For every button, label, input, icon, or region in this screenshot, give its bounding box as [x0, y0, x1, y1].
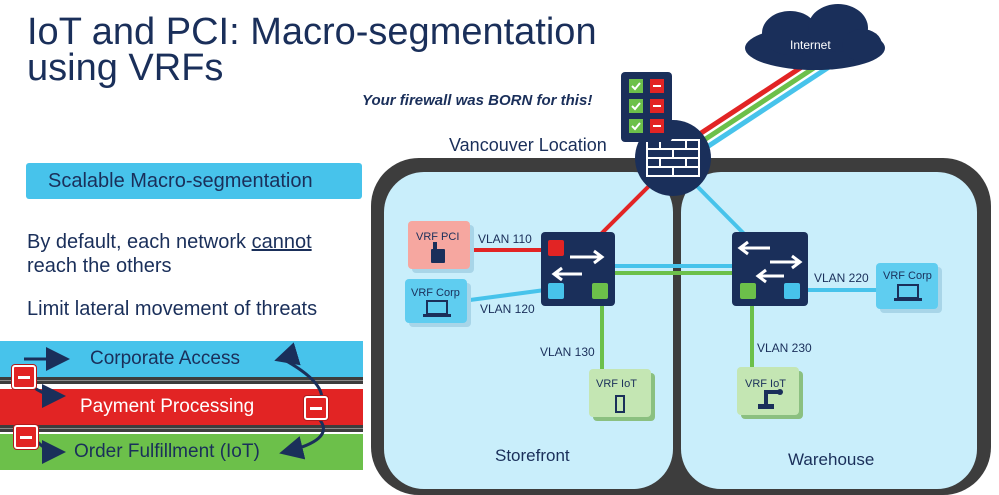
minus-icon — [653, 85, 661, 127]
laptop-icon — [423, 300, 451, 317]
vrf-iot-right-box — [737, 367, 803, 419]
switch-icon-storefront — [541, 232, 615, 306]
location-label: Vancouver Location — [449, 135, 607, 155]
vrf-corp-left-box — [405, 279, 471, 327]
page-title: IoT and PCI: Macro-segmentation using VR… — [27, 11, 597, 89]
network-diagram — [371, 4, 991, 495]
link-vlan-120 — [469, 288, 546, 302]
vrf-iot-left-label: VRF IoT — [596, 378, 637, 390]
warehouse-label: Warehouse — [788, 450, 875, 469]
vrf-iot-right-label: VRF IoT — [745, 378, 786, 390]
lateral-movement-text: Limit lateral movement of threats — [27, 298, 318, 320]
emphasis-cannot: cannot — [251, 231, 312, 253]
sensor-icon — [615, 395, 625, 413]
arrow-icon — [24, 342, 325, 464]
storefront-label: Storefront — [495, 446, 570, 465]
text-after: reach the others — [27, 255, 172, 277]
default-isolation-text: By default, each network cannot reach th… — [27, 230, 357, 278]
vrf-corp-left-label: VRF Corp — [411, 287, 460, 299]
section-badge: Scalable Macro-segmentation — [26, 163, 362, 199]
storefront-zone — [384, 172, 673, 489]
vrf-corp-right-label: VRF Corp — [883, 270, 932, 282]
vlan-220-label: VLAN 220 — [814, 271, 869, 285]
switch-icon-warehouse — [732, 232, 808, 306]
minus-icon — [12, 365, 36, 389]
vrf-pci-box — [408, 221, 474, 273]
vlan-110-label: VLAN 110 — [478, 232, 532, 246]
phone-icon — [431, 242, 445, 263]
laptop-icon — [894, 284, 922, 301]
vlan-230-label: VLAN 230 — [757, 341, 812, 355]
vrf-corp-right-box — [876, 263, 942, 313]
vlan-130-label: VLAN 130 — [540, 345, 595, 359]
warehouse-zone — [681, 172, 977, 489]
policy-checklist — [621, 72, 672, 142]
minus-icon — [304, 396, 328, 420]
minus-icon — [14, 425, 38, 449]
vrf-iot-left-box — [589, 369, 655, 421]
vrf-pci-label: VRF PCI — [416, 231, 460, 243]
tagline: Your firewall was BORN for this! — [362, 92, 593, 109]
robot-arm-icon — [758, 389, 783, 409]
internet-label: Internet — [790, 38, 831, 52]
band-separator — [0, 377, 363, 384]
text-before: By default, each network — [27, 231, 252, 253]
check-icon — [631, 82, 641, 131]
band-separator — [0, 425, 363, 432]
cloud-icon — [745, 4, 885, 70]
vlan-120-label: VLAN 120 — [480, 302, 535, 316]
